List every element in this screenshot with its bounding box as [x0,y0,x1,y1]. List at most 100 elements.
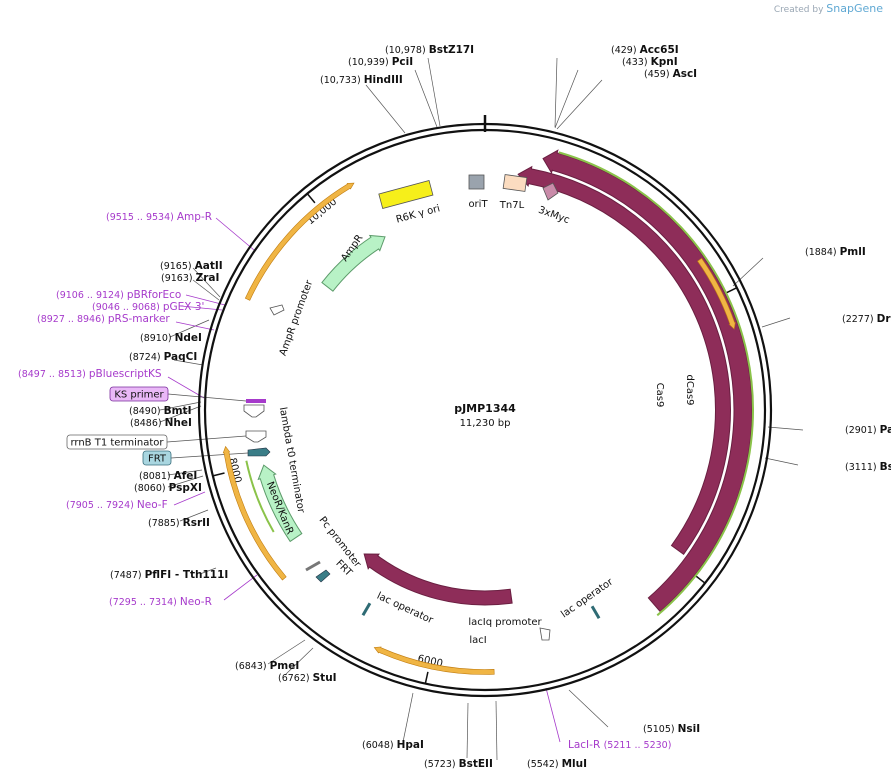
restriction-site[interactable]: (8490) BmtI [129,405,191,417]
site-leader-line [414,69,438,128]
neor-orf-outline [245,460,275,533]
restriction-site[interactable]: (10,939) PciI [348,56,413,68]
site-leader-line [169,319,210,338]
restriction-site[interactable]: (7487) PflFI - Tth111I [110,569,228,581]
restriction-site[interactable]: (8910) NdeI [140,332,202,344]
orit-feature[interactable] [468,174,485,190]
laciq-promoter-feature[interactable] [539,627,551,641]
primer-position: (8497 .. 8513) [18,369,89,380]
restriction-site[interactable]: (2277) DraIII [842,313,891,325]
leader-lines [159,57,804,761]
site-position: (9165) [160,261,195,272]
laciq-promoter-label: lacIq promoter [468,617,542,628]
tn7l-feature[interactable] [502,174,528,192]
orf-marker [222,445,287,581]
tick-mark [725,287,738,294]
primer-leader-line [215,217,255,251]
restriction-site[interactable]: (459) AscI [644,68,697,80]
restriction-site[interactable]: (9165) AatII [160,260,223,272]
primer-label[interactable]: (9106 .. 9124) pBRforEco [56,289,181,301]
lambda-t0-terminator-feature[interactable] [243,404,265,418]
site-position: (8060) [134,483,169,494]
restriction-site[interactable]: (2901) PasI [845,424,891,436]
site-leader-line [167,475,204,488]
primer-label[interactable]: (7295 .. 7314) Neo-R [109,596,212,608]
ampr-promoter-label: AmpR promoter [278,278,316,357]
restriction-site[interactable]: (8081) AfeI [139,470,197,482]
site-leader-line [554,69,579,129]
site-leader-line [767,426,804,431]
frt-arrow-2[interactable] [315,569,331,583]
restriction-site[interactable]: (433) KpnI [622,56,678,68]
site-position: (6048) [362,740,397,751]
site-leader-line [568,689,609,728]
site-leader-line [167,469,203,476]
r6k-ori-feature[interactable] [378,180,434,209]
restriction-site[interactable]: (6843) PmeI [235,660,299,672]
site-position: (8081) [139,471,174,482]
restriction-site[interactable]: (8724) PaqCI [129,351,197,363]
restriction-site[interactable]: (8486) NheI [130,417,192,429]
restriction-site[interactable]: (10,733) HindIII [320,74,403,86]
3xmyc-label: 3xMyc [537,205,571,226]
dcas9-feature[interactable] [542,149,753,613]
site-leader-line [732,257,764,287]
lac-operator-1[interactable] [361,602,372,617]
tick-mark [212,472,225,477]
site-position: (2901) [845,425,880,436]
primer-label[interactable]: (8497 .. 8513) pBluescriptKS [18,368,162,380]
restriction-site[interactable]: (9163) ZraI [161,272,219,284]
primer-label[interactable]: (9515 .. 9534) Amp-R [106,211,212,223]
rrnb-t1-terminator-label-box[interactable] [66,434,168,450]
primer-label[interactable]: (9046 .. 9068) pGEX 3' [92,301,204,313]
ampr-feature[interactable] [321,234,386,292]
site-leader-line [427,57,441,127]
restriction-site[interactable]: (8060) PspXI [134,482,202,494]
restriction-site[interactable]: (5542) MluI [527,758,587,770]
cas9-feature[interactable] [517,165,731,555]
site-name: BstEII [459,758,493,770]
restriction-site[interactable]: (429) Acc65I [611,44,679,56]
primer-leader-line [545,687,561,743]
restriction-site[interactable]: (10,978) BstZ17I [385,44,474,56]
primer-leader-line [223,574,258,601]
site-name: DraIII [877,313,891,325]
site-position: (10,939) [348,57,392,68]
site-leader-line [764,457,799,466]
restriction-site[interactable]: (6048) HpaI [362,739,424,751]
site-leader-line [402,692,414,743]
rrnb-t1-terminator-feature[interactable] [245,430,267,443]
restriction-site[interactable]: (6762) StuI [278,672,337,684]
3xmyc-feature[interactable] [542,182,559,201]
primer-label[interactable]: (8927 .. 8946) pRS-marker [37,313,170,325]
site-position: (8910) [140,333,175,344]
frt-boxed-label-box[interactable] [142,450,172,466]
plasmid-name: pJMP1344 [454,402,516,415]
site-name: PmeI [270,660,300,672]
lac-operator-2[interactable] [590,605,601,620]
site-position: (8490) [129,406,164,417]
frt-arrow-1[interactable] [247,447,271,457]
primer-leader-line [175,321,215,331]
neor-kanr-feature[interactable] [257,464,303,543]
restriction-site[interactable]: (1884) PmlI [805,246,866,258]
restriction-site[interactable]: (5723) BstEII [424,758,493,770]
site-name: NsiI [678,723,701,735]
ks-primer-label-box[interactable] [109,386,169,402]
primer-label[interactable]: (7905 .. 7924) Neo-F [66,499,168,511]
pc-promoter-feature[interactable] [305,560,321,572]
ks-primer-bar [246,399,266,403]
site-leader-line [761,317,791,328]
restriction-site[interactable]: (7885) RsrII [148,517,210,529]
site-name: PasI [880,424,891,436]
laci-feature[interactable] [363,553,513,606]
primer-position: (9106 .. 9124) [56,290,127,301]
ampr-promoter-feature[interactable] [269,304,285,316]
restriction-site[interactable]: (3111) BsrGI [845,461,891,473]
site-name: ZraI [196,272,220,284]
restriction-site[interactable]: (5105) NsiI [643,723,700,735]
primer-leader-line [173,491,206,506]
site-name: StuI [313,672,337,684]
primer-label[interactable]: LacI-R (5211 .. 5230) [568,739,671,751]
site-position: (7487) [110,570,145,581]
